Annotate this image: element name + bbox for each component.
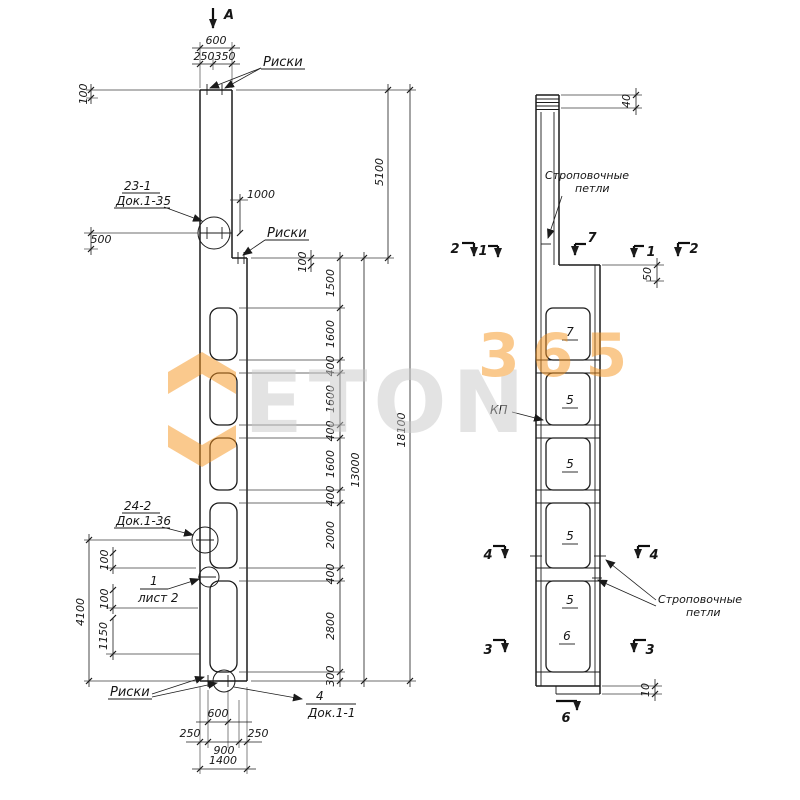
front-bottom-dimensions: 600 250 900 250 1400 <box>180 687 269 774</box>
watermark: ETON 365 <box>168 321 639 467</box>
side-outline <box>535 94 601 695</box>
dim-chain-9: 400 <box>324 564 337 585</box>
front-left-bottom-dimensions: 4100 100 100 1150 <box>74 534 200 687</box>
front-callouts: Риски Риски 23-1 Док.1-35 24-2 Док.1-36 … <box>108 55 356 720</box>
label-riski-bottom: Риски <box>110 685 150 700</box>
side-panel-4 <box>545 502 591 569</box>
dim-bot-600: 600 <box>208 707 229 720</box>
callout-pos1-num: 1 <box>150 574 158 588</box>
dim-chain-3: 400 <box>324 356 337 377</box>
dim-50: 50 <box>641 267 654 281</box>
side-panel-numbers: 7 5 5 5 5 6 <box>559 325 578 645</box>
opening-4 <box>209 502 238 569</box>
front-marks <box>191 84 245 693</box>
dim-1150: 1150 <box>97 622 110 650</box>
panel-number-5: 5 <box>566 593 574 607</box>
opening-1 <box>209 307 238 361</box>
callout-circle-pos1 <box>198 566 220 588</box>
dim-top-250: 250 <box>194 50 215 63</box>
dim-10: 10 <box>639 683 652 697</box>
section-1-left: 1 <box>478 244 487 259</box>
side-dimensions: 40 50 10 <box>561 88 664 701</box>
dim-4100: 4100 <box>74 598 87 626</box>
callout-4-doc: Док.1-1 <box>307 706 355 720</box>
dim-100a: 100 <box>98 550 111 571</box>
dim-top-600: 600 <box>206 34 227 47</box>
callout-23-1-line1: 23-1 <box>124 179 151 193</box>
dim-18100: 18100 <box>395 413 408 448</box>
dim-1000: 1000 <box>247 188 275 201</box>
side-panel-5 <box>545 580 591 673</box>
front-mid-dimensions: 1000 500 100 <box>84 188 315 273</box>
panel-number-2: 5 <box>566 393 574 407</box>
front-top-dimensions: 600 250 350 100 <box>77 34 240 105</box>
section-3-left: 3 <box>483 643 492 658</box>
label-sling-bot-2: петли <box>686 606 721 619</box>
side-sling-labels: Строповочные петли Строповочные петли КП <box>490 169 742 619</box>
panel-number-4: 5 <box>566 529 574 543</box>
callout-24-2-line2: Док.1-36 <box>115 514 171 528</box>
dim-chain-7: 400 <box>324 486 337 507</box>
section-a-mark: А <box>209 8 234 29</box>
opening-5 <box>209 580 238 673</box>
front-view: А 600 250 350 100 <box>74 8 416 774</box>
side-view: 7 5 5 5 5 6 Строповочные петли Строповоч… <box>450 88 742 726</box>
dim-40: 40 <box>620 94 633 108</box>
dim-chain-10: 2800 <box>324 612 337 640</box>
dim-top-350: 350 <box>215 50 236 63</box>
section-1-right: 1 <box>646 245 655 260</box>
dim-chain-8: 2000 <box>324 521 337 549</box>
dim-bot-900: 900 <box>214 744 235 757</box>
dim-chain-6: 1600 <box>324 450 337 478</box>
side-panel-3 <box>545 437 591 491</box>
label-sling-bot-1: Строповочные <box>658 593 742 606</box>
section-3-right: 3 <box>645 643 654 658</box>
beton365-logo <box>168 352 236 467</box>
label-sling-top-2: петли <box>575 182 610 195</box>
dim-chain-11: 300 <box>324 666 337 687</box>
dim-chain-4: 1600 <box>324 385 337 413</box>
section-2-left: 2 <box>450 242 459 257</box>
dim-topleft-100: 100 <box>77 84 90 105</box>
section-4-left: 4 <box>482 548 492 563</box>
label-kp: КП <box>490 403 508 417</box>
section-2-right: 2 <box>689 242 698 257</box>
panel-number-6: 6 <box>563 629 571 643</box>
side-section-marks: 2 1 7 1 2 4 4 3 3 <box>450 231 698 726</box>
dim-chain-5: 400 <box>324 421 337 442</box>
section-a-letter: А <box>223 8 234 23</box>
side-panels <box>530 243 606 673</box>
watermark-number: 365 <box>478 321 639 391</box>
side-panel-1 <box>545 307 591 361</box>
dim-5100: 5100 <box>373 158 386 186</box>
callout-pos1-sheet: лист 2 <box>137 591 179 605</box>
side-panel-2 <box>545 372 591 426</box>
label-riski-top: Риски <box>263 55 303 70</box>
dim-chain-2: 1600 <box>324 320 337 348</box>
dim-bot-250r: 250 <box>248 727 269 740</box>
dim-1400: 1400 <box>209 754 237 767</box>
side-top-hatch <box>536 98 559 110</box>
label-sling-top-1: Строповочные <box>545 169 629 182</box>
section-4-right: 4 <box>648 548 658 563</box>
front-right-chain: 1500 1600 400 1600 400 1600 400 2000 400… <box>236 84 416 687</box>
label-riski-mid: Риски <box>267 226 307 241</box>
dim-chain-1: 1500 <box>324 269 337 297</box>
dim-bot-250l: 250 <box>180 727 201 740</box>
section-6: 6 <box>561 711 570 726</box>
panel-number-3: 5 <box>566 457 574 471</box>
dim-13000: 13000 <box>349 453 362 488</box>
callout-23-1-line2: Док.1-35 <box>115 194 171 208</box>
panel-number-1: 7 <box>566 325 574 339</box>
dim-500: 500 <box>91 233 112 246</box>
callout-4-num: 4 <box>316 689 324 703</box>
section-7: 7 <box>587 231 597 246</box>
watermark-text: ETON <box>244 353 531 453</box>
front-openings <box>209 307 238 673</box>
callout-24-2-line1: 24-2 <box>124 499 151 513</box>
dim-100b: 100 <box>98 589 111 610</box>
dim-step-100: 100 <box>296 252 309 273</box>
